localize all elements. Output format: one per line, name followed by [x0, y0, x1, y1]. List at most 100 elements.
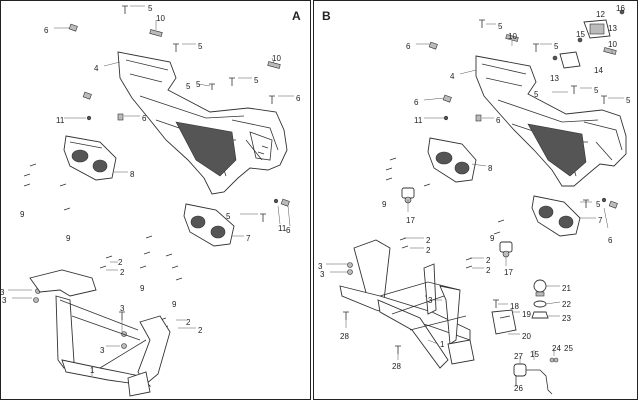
callout-13: 13	[550, 74, 559, 83]
panel-label-b: B	[322, 9, 331, 23]
callout-5: 5	[196, 80, 201, 89]
callout-5: 5	[626, 96, 631, 105]
control-module	[559, 19, 611, 69]
callout-2: 2	[198, 326, 203, 335]
headlight-left-b	[427, 137, 477, 183]
callout-10: 10	[156, 14, 165, 23]
callout-2: 2	[120, 268, 125, 277]
callout-12: 12	[596, 10, 605, 19]
callout-2: 2	[186, 318, 191, 327]
callout-19: 19	[522, 310, 531, 319]
bumper-frame-a	[29, 269, 171, 397]
callout-9: 9	[66, 234, 71, 243]
callout-6: 6	[496, 116, 501, 125]
callout-3: 3	[2, 296, 7, 305]
callout-6: 6	[296, 94, 301, 103]
callout-7: 7	[598, 216, 603, 225]
callout-5: 5	[226, 212, 231, 221]
fog-light-17a	[401, 187, 415, 204]
front-fascia-housing-b	[475, 55, 627, 187]
callout-6: 6	[142, 114, 147, 123]
callout-24: 24	[552, 344, 561, 353]
callout-6: 6	[414, 98, 419, 107]
callout-6: 6	[286, 226, 291, 235]
callout-2: 2	[426, 246, 431, 255]
headlight-right-b	[531, 195, 581, 237]
callout-3: 3	[0, 288, 5, 297]
fascia-recess	[175, 121, 237, 177]
headlight-left	[63, 135, 117, 181]
callout-4: 4	[450, 72, 455, 81]
callout-15: 15	[530, 350, 539, 359]
callout-10: 10	[508, 32, 517, 41]
bumper-frame-b	[339, 239, 475, 369]
callout-8: 8	[488, 164, 493, 173]
callout-2: 2	[486, 256, 491, 265]
front-fascia-housing	[117, 51, 288, 195]
callout-2: 2	[426, 236, 431, 245]
fascia-recess-b	[527, 123, 587, 177]
washer-22	[533, 300, 547, 308]
callout-4: 4	[94, 64, 99, 73]
callout-5: 5	[186, 82, 191, 91]
callout-11: 11	[56, 116, 65, 125]
callout-3: 3	[318, 262, 323, 271]
callout-5: 5	[534, 90, 539, 99]
callout-3: 3	[320, 270, 325, 279]
callout-9: 9	[382, 200, 387, 209]
callout-9: 9	[20, 210, 25, 219]
callout-5: 5	[554, 42, 559, 51]
callout-2: 2	[486, 266, 491, 275]
callout-2: 2	[118, 258, 123, 267]
callout-28: 28	[392, 362, 401, 371]
callout-26: 26	[514, 384, 523, 393]
panel-b-drawing	[326, 9, 627, 395]
callout-13: 13	[608, 24, 617, 33]
callout-5: 5	[498, 22, 503, 31]
callout-17: 17	[406, 216, 415, 225]
callout-14: 14	[594, 66, 603, 75]
callout-10: 10	[608, 40, 617, 49]
callout-5: 5	[594, 86, 599, 95]
callout-3: 3	[100, 346, 105, 355]
callout-11: 11	[278, 224, 287, 233]
callout-9: 9	[140, 284, 145, 293]
fog-light-17b	[499, 241, 513, 258]
callout-5: 5	[596, 200, 601, 209]
callout-15: 15	[576, 30, 585, 39]
callout-1: 1	[90, 366, 95, 375]
callout-6: 6	[44, 26, 49, 35]
callout-27: 27	[514, 352, 523, 361]
callout-20: 20	[522, 332, 531, 341]
callout-25: 25	[564, 344, 573, 353]
callout-22: 22	[562, 300, 571, 309]
callout-9: 9	[172, 300, 177, 309]
nut-23	[531, 311, 549, 319]
callout-11: 11	[414, 116, 423, 125]
callout-5: 5	[148, 4, 153, 13]
panel-a-drawing	[8, 5, 294, 397]
panel-label-a: A	[292, 9, 301, 23]
callout-7: 7	[246, 234, 251, 243]
callout-3: 3	[120, 304, 125, 313]
callout-3: 3	[428, 296, 433, 305]
callout-18: 18	[510, 302, 519, 311]
callout-17: 17	[504, 268, 513, 277]
callout-8: 8	[130, 170, 135, 179]
callout-9: 9	[490, 234, 495, 243]
callout-10: 10	[272, 54, 281, 63]
wiring-harness	[513, 357, 559, 395]
headlight-right	[183, 203, 235, 247]
callout-23: 23	[562, 314, 571, 323]
callout-21: 21	[562, 284, 571, 293]
callout-16: 16	[616, 4, 625, 13]
callout-5: 5	[198, 42, 203, 51]
callout-6: 6	[406, 42, 411, 51]
callout-1: 1	[440, 340, 445, 349]
winch-drum	[533, 279, 547, 293]
callout-6: 6	[608, 236, 613, 245]
